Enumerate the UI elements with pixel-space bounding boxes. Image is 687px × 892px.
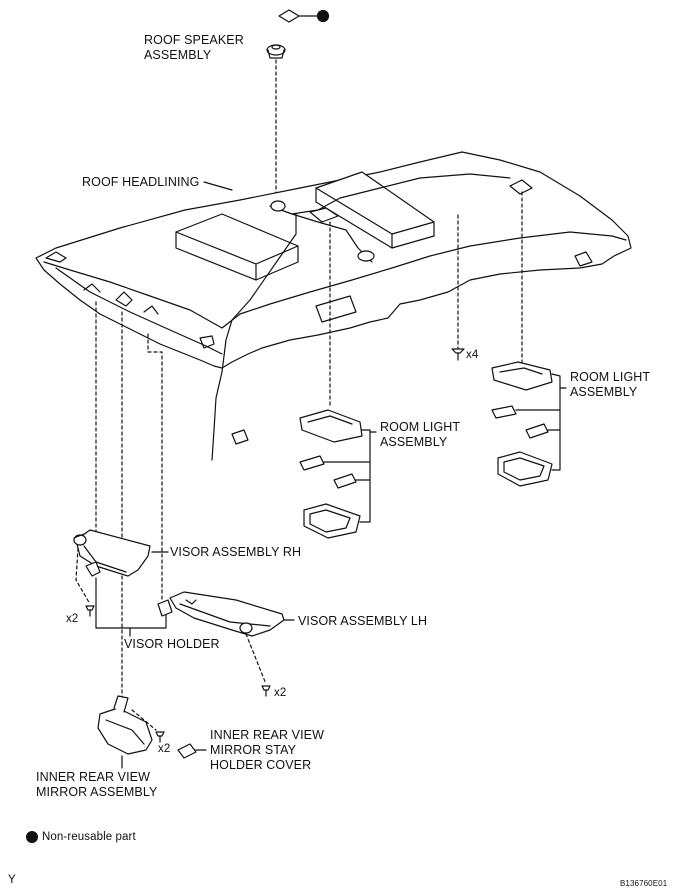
label-room-light-center-2: ASSEMBLY [380,435,448,449]
harness-plug-icon [231,429,249,445]
room-light-center-lens-icon [303,503,361,539]
harness-connector-icon [357,250,375,262]
screw-icon-visor-rh [85,605,95,617]
room-light-center-housing-icon [299,409,363,443]
room-light-right-bulb-icon [491,405,517,419]
label-mirror-2: MIRROR ASSEMBLY [36,785,158,799]
headlining-pad-right [315,171,435,249]
label-roof-headlining: ROOF HEADLINING [82,175,200,189]
label-room-light-right-2: ASSEMBLY [570,385,638,399]
grab-recess-icon [315,295,357,323]
roof-headlining-drawing [35,151,632,369]
visor-lh-screw-leader [245,633,267,685]
non-reusable-part-symbol [278,9,330,23]
visor-lh-icon [169,591,285,637]
label-visor-holder: VISOR HOLDER [124,637,220,651]
room-light-opening-right [509,179,533,195]
legend-non-reusable-text: Non-reusable part [42,831,136,843]
visor-holder-lh-icon [157,599,173,617]
wire-harness-down [211,213,297,461]
label-stay-cover-3: HOLDER COVER [210,758,312,772]
roof-speaker-icon [266,44,286,59]
room-light-center-bracket [323,429,371,523]
mirror-screw-leader [131,709,157,731]
label-roof-speaker-1: ROOF SPEAKER [144,33,244,47]
label-room-light-right-1: ROOM LIGHT [570,370,651,384]
qty-visor-lh-x2: x2 [274,687,287,699]
figure-id: B136760E01 [620,879,668,888]
label-visor-lh: VISOR ASSEMBLY LH [298,614,428,628]
legend-dot-icon [26,831,38,843]
inner-rear-view-mirror-icon [97,695,153,755]
screw-icon-visor-lh [261,685,271,697]
label-stay-cover-2: MIRROR STAY [210,743,297,757]
room-light-right-lens-icon [497,451,553,487]
visor-holder-rh-icon [85,561,101,577]
mirror-stay-holder-cover-icon [177,743,197,759]
clip-icon-x4 [451,348,465,361]
room-light-right-housing-icon [491,361,553,391]
screw-icon-mirror [155,731,165,743]
label-mirror-1: INNER REAR VIEW [36,770,151,784]
speaker-mount-icon [270,200,286,212]
room-light-right-lens-inner [503,457,545,481]
label-room-light-center-1: ROOM LIGHT [380,420,461,434]
visor-rh-screw-leader [75,547,91,605]
room-light-center-lens-inner [309,509,351,533]
room-light-right-switch-icon [525,423,549,439]
footer-code: Y [8,874,16,886]
qty-visor-rh-x2: x2 [66,613,79,625]
wire-harness [269,205,373,263]
room-light-center-switch-icon [333,473,357,489]
label-stay-cover-1: INNER REAR VIEW [210,728,325,742]
label-visor-rh: VISOR ASSEMBLY RH [170,545,302,559]
room-light-center-bulb-icon [299,455,325,471]
room-light-opening-center [309,207,339,223]
label-roof-speaker-2: ASSEMBLY [144,48,212,62]
qty-mirror-x2: x2 [158,743,171,755]
visor-rh-icon [73,529,151,577]
visor-holder-bracket [95,577,167,629]
visor-lh-leader [147,333,163,601]
room-light-right-bracket [515,373,561,471]
headlining-pointer [203,181,233,191]
qty-headlining-x4: x4 [466,349,479,361]
